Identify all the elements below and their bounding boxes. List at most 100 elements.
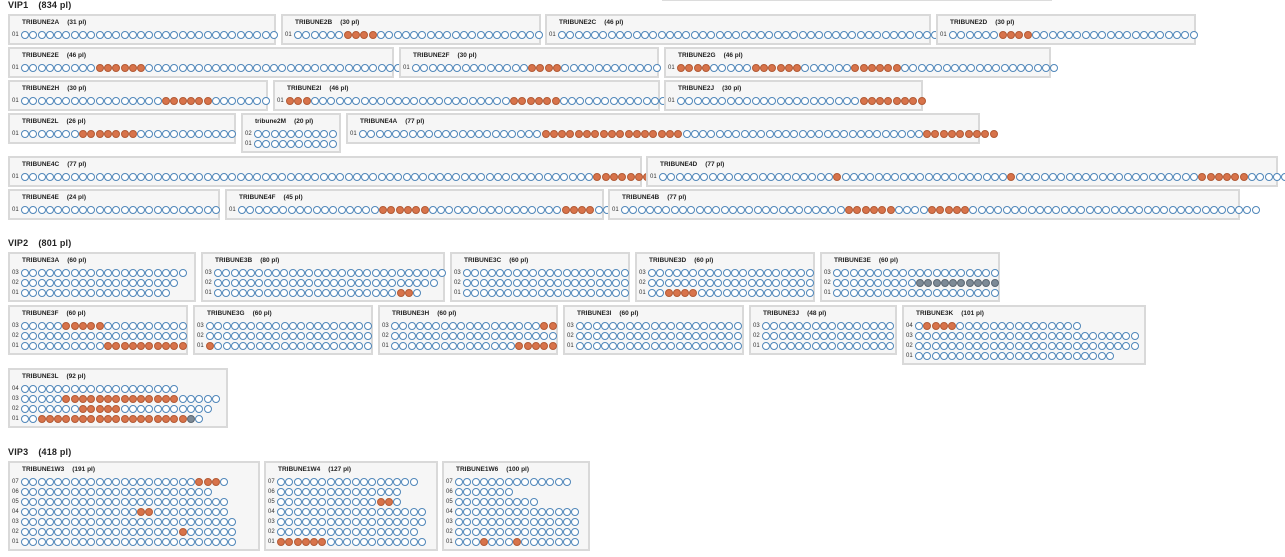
seat-free[interactable] bbox=[162, 31, 171, 39]
seat-free[interactable] bbox=[297, 322, 306, 330]
seat-free[interactable] bbox=[95, 206, 104, 214]
seat-free[interactable] bbox=[1139, 31, 1148, 39]
seat-free[interactable] bbox=[351, 538, 360, 546]
seat-free[interactable] bbox=[842, 97, 851, 105]
seat-free[interactable] bbox=[79, 269, 88, 277]
seat-free[interactable] bbox=[687, 206, 696, 214]
seat-free[interactable] bbox=[1106, 31, 1115, 39]
seat-free[interactable] bbox=[230, 289, 239, 297]
seat-free[interactable] bbox=[496, 508, 505, 516]
seat-free[interactable] bbox=[79, 31, 88, 39]
seat-free[interactable] bbox=[451, 97, 460, 105]
seat-free[interactable] bbox=[343, 508, 352, 516]
seat-free[interactable] bbox=[748, 31, 757, 39]
seat-free[interactable] bbox=[964, 352, 973, 360]
seat-free[interactable] bbox=[103, 97, 112, 105]
seat-free[interactable] bbox=[120, 206, 129, 214]
seat-free[interactable] bbox=[1097, 352, 1106, 360]
seat-free[interactable] bbox=[455, 508, 463, 516]
seat-free[interactable] bbox=[277, 528, 285, 536]
seat-free[interactable] bbox=[1031, 322, 1040, 330]
seat-free[interactable] bbox=[326, 478, 335, 486]
seat-free[interactable] bbox=[70, 385, 79, 393]
seat-free[interactable] bbox=[128, 528, 137, 536]
seat-free[interactable] bbox=[293, 478, 302, 486]
seat-free[interactable] bbox=[170, 130, 179, 138]
seat-free[interactable] bbox=[471, 478, 480, 486]
seat-free[interactable] bbox=[463, 508, 472, 516]
seat-free[interactable] bbox=[874, 289, 883, 297]
seat-free[interactable] bbox=[301, 498, 310, 506]
seat-free[interactable] bbox=[137, 498, 146, 506]
seat-free[interactable] bbox=[203, 130, 212, 138]
seat-free[interactable] bbox=[828, 322, 837, 330]
seat-free[interactable] bbox=[512, 289, 521, 297]
seat-free[interactable] bbox=[722, 279, 731, 287]
seat-free[interactable] bbox=[1110, 206, 1119, 214]
seat-free[interactable] bbox=[558, 31, 566, 39]
seat-free[interactable] bbox=[1064, 352, 1073, 360]
seat-free[interactable] bbox=[393, 478, 402, 486]
seat-free[interactable] bbox=[496, 518, 505, 526]
seat-free[interactable] bbox=[1065, 173, 1074, 181]
seat-free[interactable] bbox=[969, 206, 978, 214]
seat-free[interactable] bbox=[305, 279, 314, 287]
seat-free[interactable] bbox=[820, 342, 829, 350]
seat-free[interactable] bbox=[328, 140, 337, 148]
seat-free[interactable] bbox=[170, 173, 179, 181]
seat-free[interactable] bbox=[1072, 352, 1081, 360]
seat-free[interactable] bbox=[245, 97, 254, 105]
seat-free[interactable] bbox=[21, 173, 29, 181]
seat-free[interactable] bbox=[255, 269, 264, 277]
seat-free[interactable] bbox=[490, 332, 499, 340]
seat-free[interactable] bbox=[826, 97, 835, 105]
seat-taken[interactable] bbox=[137, 415, 146, 423]
seat-taken[interactable] bbox=[869, 206, 878, 214]
seat-free[interactable] bbox=[95, 385, 104, 393]
seat-free[interactable] bbox=[999, 173, 1008, 181]
seat-free[interactable] bbox=[45, 538, 54, 546]
seat-free[interactable] bbox=[355, 289, 364, 297]
seat-free[interactable] bbox=[162, 498, 171, 506]
seat-free[interactable] bbox=[87, 508, 96, 516]
seat-free[interactable] bbox=[667, 332, 676, 340]
seat-free[interactable] bbox=[488, 478, 497, 486]
seat-free[interactable] bbox=[758, 173, 767, 181]
seat-free[interactable] bbox=[878, 342, 887, 350]
seat-free[interactable] bbox=[326, 488, 335, 496]
seat-taken[interactable] bbox=[543, 97, 552, 105]
seat-free[interactable] bbox=[87, 385, 96, 393]
seat-free[interactable] bbox=[915, 342, 923, 350]
seat-free[interactable] bbox=[347, 332, 356, 340]
seat-free[interactable] bbox=[409, 478, 418, 486]
seat-free[interactable] bbox=[326, 538, 335, 546]
seat-free[interactable] bbox=[286, 64, 295, 72]
seat-free[interactable] bbox=[87, 289, 96, 297]
seat-free[interactable] bbox=[882, 269, 891, 277]
seat-free[interactable] bbox=[1072, 332, 1081, 340]
seat-free[interactable] bbox=[264, 332, 273, 340]
seat-taken[interactable] bbox=[54, 415, 63, 423]
seat-free[interactable] bbox=[162, 64, 171, 72]
seat-free[interactable] bbox=[595, 279, 604, 287]
seat-free[interactable] bbox=[789, 269, 798, 277]
seat-free[interactable] bbox=[214, 269, 222, 277]
seat-free[interactable] bbox=[466, 130, 475, 138]
seat-free[interactable] bbox=[463, 528, 472, 536]
seat-free[interactable] bbox=[112, 206, 121, 214]
seat-free[interactable] bbox=[579, 279, 588, 287]
seat-taken[interactable] bbox=[170, 415, 179, 423]
seat-free[interactable] bbox=[571, 508, 580, 516]
seat-free[interactable] bbox=[1047, 332, 1056, 340]
seat-free[interactable] bbox=[886, 322, 895, 330]
seat-free[interactable] bbox=[473, 342, 482, 350]
seat-free[interactable] bbox=[120, 498, 129, 506]
seat-free[interactable] bbox=[861, 332, 870, 340]
seat-free[interactable] bbox=[393, 538, 402, 546]
seat-free[interactable] bbox=[239, 322, 248, 330]
seat-free[interactable] bbox=[203, 508, 212, 516]
seat-free[interactable] bbox=[45, 528, 54, 536]
seat-free[interactable] bbox=[137, 528, 146, 536]
seat-taken[interactable] bbox=[1206, 173, 1215, 181]
seat-free[interactable] bbox=[475, 130, 484, 138]
